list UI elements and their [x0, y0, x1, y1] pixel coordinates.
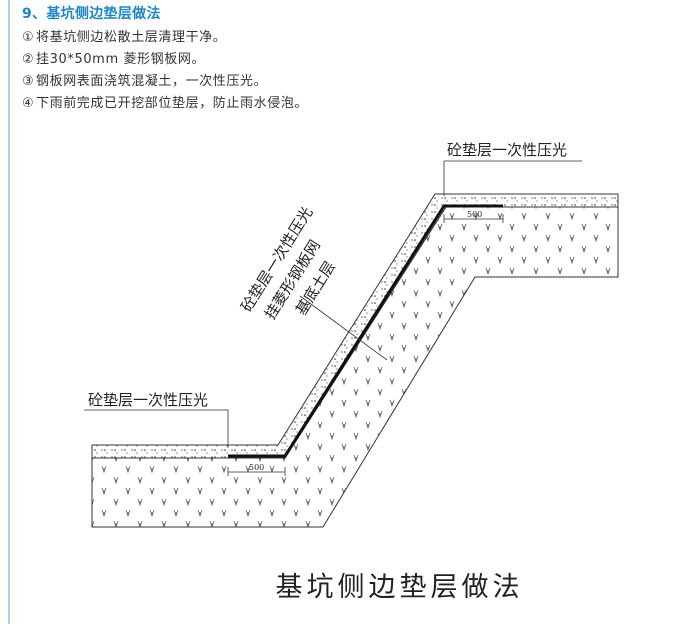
label-top: 砼垫层一次性压光 — [447, 141, 567, 159]
leader-bottom — [84, 409, 229, 448]
drawing-caption: 基坑侧边垫层做法 — [275, 572, 524, 603]
dimension-bottom: 500 — [227, 463, 286, 476]
section-heading: 9、基坑侧边垫层做法 — [22, 6, 161, 22]
step-text: 挂30*50mm 菱形钢板网。 — [36, 52, 206, 67]
left-accent-rule — [8, 0, 10, 624]
dimension-bottom-value: 500 — [249, 463, 264, 472]
step-number: ④ — [22, 96, 35, 111]
soil-body — [91, 206, 619, 528]
steel-mesh-line — [228, 204, 503, 458]
step-number: ① — [22, 30, 35, 45]
dimension-top-value: 500 — [467, 210, 482, 219]
step-text: 钢板网表面浇筑混凝土，一次性压光。 — [36, 74, 268, 89]
leader-slope — [299, 295, 388, 361]
slope-label-group: 砼垫层一次性压光 挂菱形钢板网 基底土层 — [237, 204, 339, 323]
label-bottom: 砼垫层一次性压光 — [88, 391, 208, 409]
dimension-top: 500 — [443, 210, 504, 223]
step-number: ② — [22, 52, 35, 67]
step-text: 将基坑侧边松散土层清理干净。 — [36, 30, 227, 45]
step-text: 下雨前完成已开挖部位垫层，防止雨水侵泡。 — [36, 96, 309, 111]
concrete-aggregate-hatch — [92, 194, 618, 458]
step-number: ③ — [22, 74, 35, 89]
